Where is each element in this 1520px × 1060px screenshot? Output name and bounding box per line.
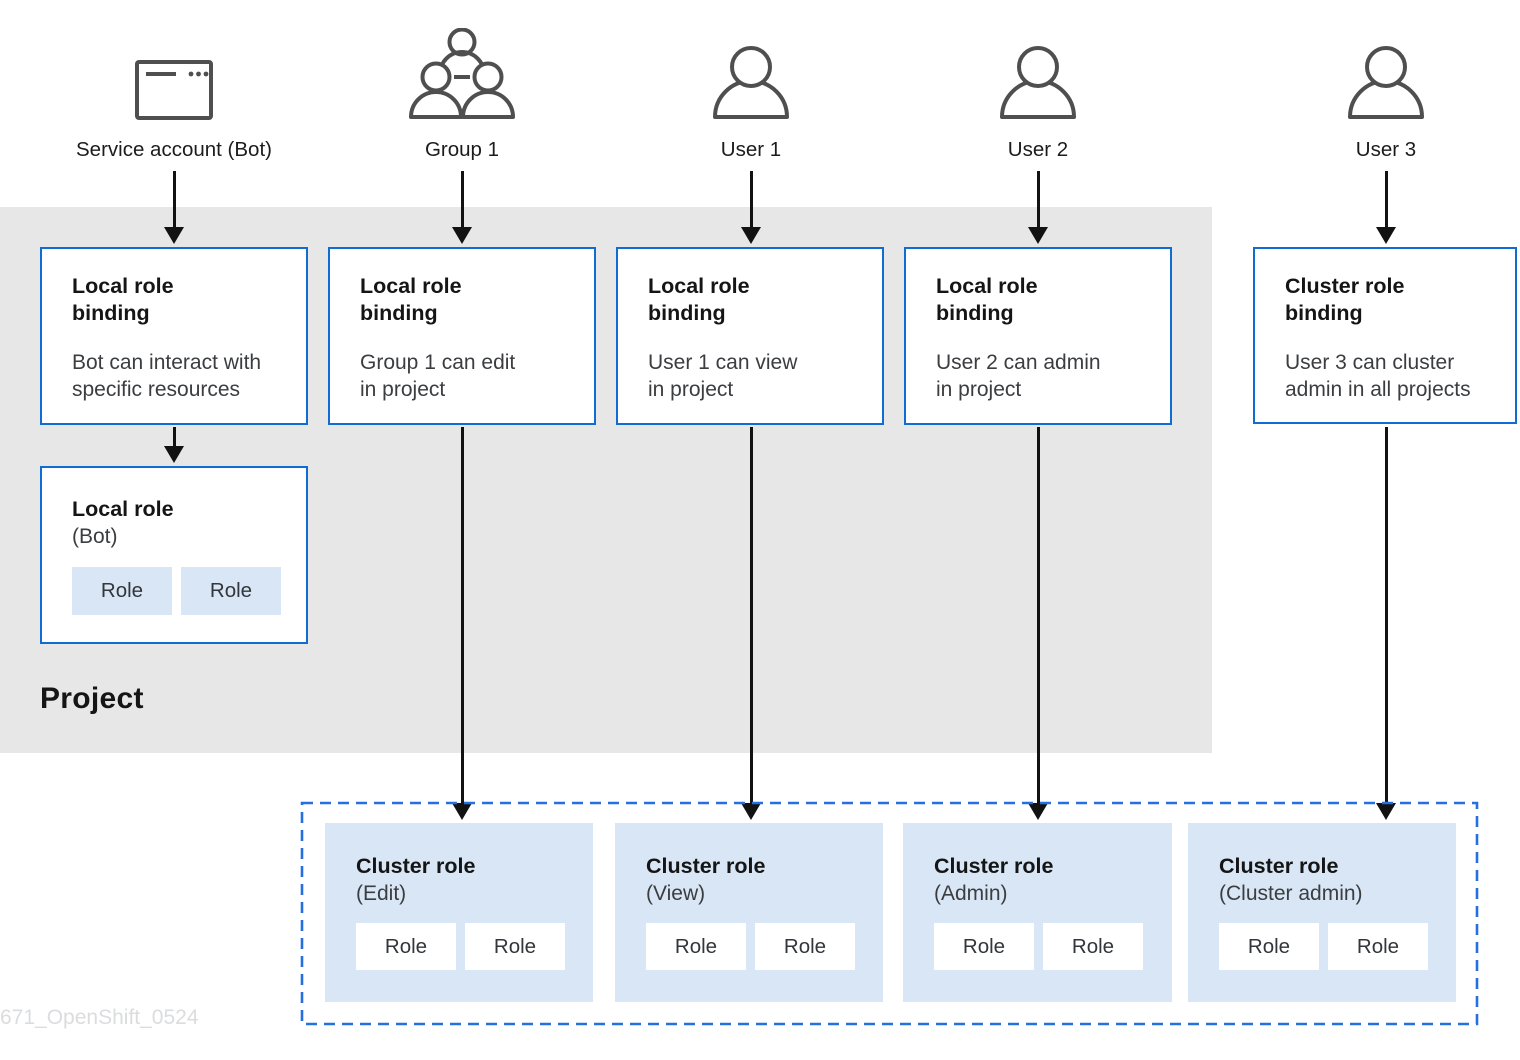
user-icon [1000, 46, 1076, 125]
role-chip: Role [1043, 923, 1143, 970]
local-role-subtitle: (Bot) [72, 525, 118, 548]
group-icon [409, 27, 515, 125]
cluster-roles-dashed-boundary [300, 801, 1480, 1027]
arrow-user1-head [741, 227, 761, 244]
actor-user-2: User 2 [918, 26, 1158, 162]
local-role-binding-card-group1: Local role binding Group 1 can edit in p… [328, 247, 596, 425]
cluster-role-title: Cluster role [646, 854, 766, 878]
actor-service-account: Service account (Bot) [54, 26, 294, 162]
cluster-role-card-admin: Cluster role (Admin) Role Role [903, 823, 1172, 1002]
role-chip: Role [646, 923, 746, 970]
actor-label: Service account (Bot) [76, 138, 272, 161]
cluster-role-card-edit: Cluster role (Edit) Role Role [325, 823, 593, 1002]
role-chip: Role [356, 923, 456, 970]
card-description: User 2 can admin in project [936, 351, 1101, 401]
cluster-role-title: Cluster role [1219, 854, 1339, 878]
role-chip-row: Role Role [1219, 923, 1438, 970]
user-icon [1348, 46, 1424, 125]
role-chip: Role [934, 923, 1034, 970]
role-chip-row: Role Role [646, 923, 865, 970]
cluster-role-binding-card-user3: Cluster role binding User 3 can cluster … [1253, 247, 1517, 424]
card-description: Bot can interact with specific resources [72, 351, 262, 401]
role-chip: Role [465, 923, 565, 970]
actor-label: User 3 [1355, 138, 1417, 161]
card-description: User 3 can cluster admin in all projects [1285, 351, 1471, 401]
arrow-to-local-role-head [164, 446, 184, 463]
role-chip-row: Role Role [356, 923, 575, 970]
actor-label: Group 1 [424, 138, 500, 161]
arrow-service-account-head [164, 227, 184, 244]
arrow-group1-head [452, 227, 472, 244]
arrow-user3-line [1384, 171, 1388, 229]
watermark-text: 671_OpenShift_0524 [0, 1006, 199, 1029]
role-chip-row: Role Role [934, 923, 1154, 970]
arrow-service-account-line [172, 171, 176, 229]
card-description: User 1 can view in project [648, 351, 798, 401]
cluster-role-title: Cluster role [934, 854, 1054, 878]
card-title: Local role binding [72, 274, 174, 325]
role-chip: Role [72, 567, 172, 615]
local-role-binding-card-bot: Local role binding Bot can interact with… [40, 247, 308, 425]
actor-group-1: Group 1 [342, 26, 582, 162]
arrow-user2-to-cluster-head [1028, 803, 1048, 820]
local-role-card: Local role (Bot) Role Role [40, 466, 308, 644]
cluster-role-card-cluster-admin: Cluster role (Cluster admin) Role Role [1188, 823, 1456, 1002]
actor-label: User 1 [720, 138, 782, 161]
cluster-role-card-view: Cluster role (View) Role Role [615, 823, 883, 1002]
card-description: Group 1 can edit in project [360, 351, 516, 401]
cluster-role-subtitle: (Edit) [356, 882, 407, 905]
role-chip: Role [1328, 923, 1428, 970]
arrow-user1-to-cluster-head [741, 803, 761, 820]
arrow-group1-to-cluster-head [452, 803, 472, 820]
local-role-title: Local role [72, 497, 174, 521]
arrow-user2-to-cluster-line [1036, 427, 1040, 805]
cluster-role-subtitle: (View) [646, 882, 706, 905]
browser-window-icon [135, 60, 213, 125]
role-chip: Role [1219, 923, 1319, 970]
actor-user-1: User 1 [631, 26, 871, 162]
local-role-binding-card-user2: Local role binding User 2 can admin in p… [904, 247, 1172, 425]
arrow-user2-line [1036, 171, 1040, 229]
card-title: Local role binding [360, 274, 462, 325]
cluster-role-subtitle: (Admin) [934, 882, 1008, 905]
local-role-binding-card-user1: Local role binding User 1 can view in pr… [616, 247, 884, 425]
arrow-group1-line [460, 171, 464, 229]
arrow-user1-to-cluster-line [749, 427, 753, 805]
arrow-user3-to-cluster-line [1384, 427, 1388, 805]
actor-label: User 2 [1007, 138, 1069, 161]
user-icon [713, 46, 789, 125]
arrow-user2-head [1028, 227, 1048, 244]
role-chip: Role [755, 923, 855, 970]
card-title: Cluster role binding [1285, 274, 1405, 325]
role-chip: Role [181, 567, 281, 615]
arrow-to-local-role-line [172, 427, 176, 448]
project-label: Project [40, 682, 144, 715]
arrow-user3-to-cluster-head [1376, 803, 1396, 820]
arrow-user1-line [749, 171, 753, 229]
card-title: Local role binding [936, 274, 1038, 325]
arrow-group1-to-cluster-line [460, 427, 464, 805]
card-title: Local role binding [648, 274, 750, 325]
arrow-user3-head [1376, 227, 1396, 244]
role-chip-row: Role Role [72, 567, 288, 615]
actor-user-3: User 3 [1266, 26, 1506, 162]
cluster-role-title: Cluster role [356, 854, 476, 878]
cluster-role-subtitle: (Cluster admin) [1219, 882, 1363, 905]
